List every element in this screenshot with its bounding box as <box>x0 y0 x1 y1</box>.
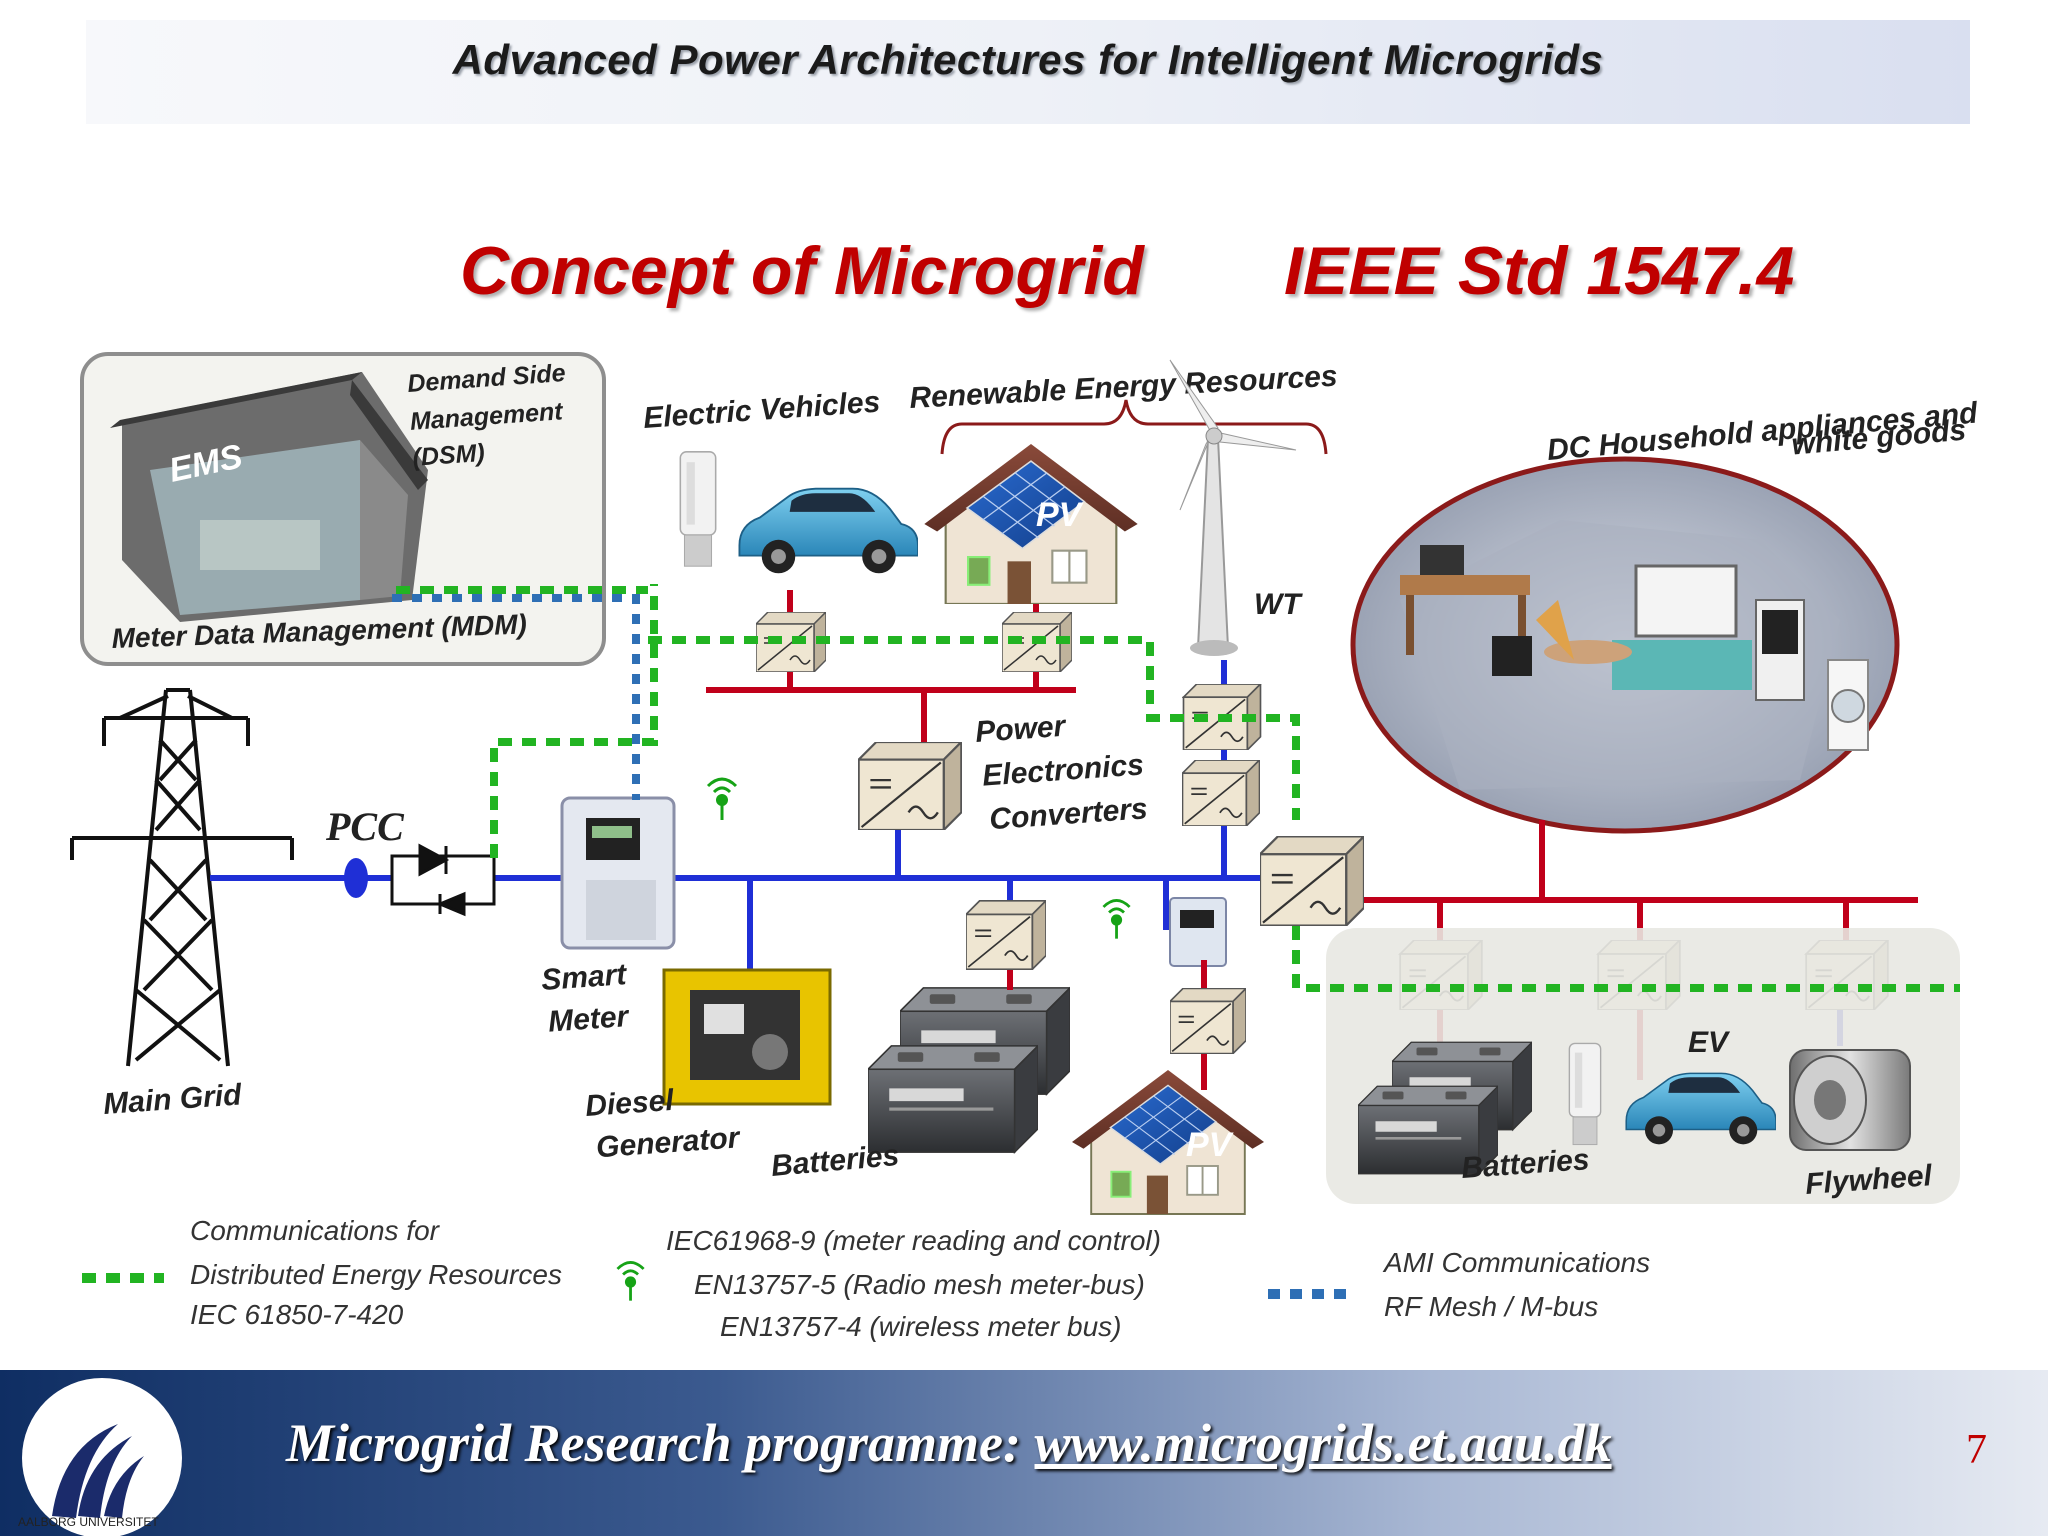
pv-house-top-icon <box>924 444 1138 604</box>
svg-text:IEC61968-9 (meter reading and: IEC61968-9 (meter reading and control) E… <box>666 1225 1169 1342</box>
legend-ami-line1: AMI Communications <box>1382 1247 1650 1278</box>
diesel-generator-icon <box>662 968 832 1106</box>
smart-meter-label-line1: Smart <box>540 958 629 997</box>
wt-label: WT <box>1254 588 1303 621</box>
ems-building-icon <box>110 372 428 622</box>
pv-label-top: PV <box>1036 496 1085 534</box>
converter-wt-2 <box>1182 760 1260 826</box>
power-electronics-label-line1: Power <box>974 710 1068 749</box>
smart-meter-antenna-icon <box>706 777 738 822</box>
power-electronics-label-line2: Electronics <box>981 748 1145 792</box>
ev-label: EV <box>1688 1026 1731 1059</box>
logo-text: AALBORG UNIVERSITET <box>18 1515 159 1529</box>
slide-title: Concept of Microgrid <box>460 233 1144 309</box>
converter-battery-left <box>966 900 1046 970</box>
legend-ami-line2: RF Mesh / M-bus <box>1384 1291 1598 1322</box>
legend-der-line1: Communications for <box>190 1215 441 1246</box>
legend-radio-icon <box>616 1261 645 1303</box>
pcc-switch-icon <box>390 843 496 917</box>
pcc-node <box>344 858 368 898</box>
svg-text:Power Electronics Conv: Power Electronics Converters <box>974 704 1156 837</box>
ev-charger-top-icon <box>679 450 717 568</box>
footer-url-link[interactable]: www.microgrids.et.aau.dk <box>1034 1413 1612 1473</box>
flywheel-icon <box>1789 1049 1911 1151</box>
svg-text:AMI Communications RF Mesh: AMI Communications RF Mesh / M-bus <box>1382 1247 1658 1322</box>
household-oval-frame <box>1350 456 1900 834</box>
electric-vehicles-label: Electric Vehicles <box>642 386 881 435</box>
small-meter-icon <box>1169 897 1227 967</box>
converter-pv-bottom <box>1170 988 1246 1054</box>
small-meter-antenna-icon <box>1102 899 1131 941</box>
renewables-brace <box>940 399 1328 455</box>
batteries-label-left: Batteries <box>770 1139 901 1183</box>
legend-der-line2: Distributed Energy Resources <box>190 1259 562 1290</box>
electric-vehicle-top-icon <box>738 487 918 575</box>
slide-standard: IEEE Std 1547.4 <box>1284 233 1795 309</box>
pcc-label: PCC <box>325 804 405 849</box>
power-electronics-label-line3: Converters <box>988 792 1148 836</box>
pv-label-bottom: PV <box>1186 1126 1235 1164</box>
converter-ev <box>756 612 826 672</box>
aau-wave-icon <box>52 1424 144 1518</box>
dsm-label-line3: (DSM) <box>412 439 486 472</box>
smart-meter-icon <box>560 796 676 950</box>
main-grid-tower-icon <box>70 688 294 1067</box>
page-number: 7 <box>1966 1427 1987 1473</box>
der-comm-lines <box>396 584 1960 992</box>
legend-meter-line2: EN13757-5 (Radio mesh meter-bus) <box>694 1269 1145 1300</box>
diesel-label-line2: Generator <box>595 1121 743 1164</box>
svg-text:Smart Meter: Smart Meter <box>540 958 638 1039</box>
wind-turbine-icon <box>1169 359 1297 656</box>
battery-icon-2 <box>868 1045 1038 1153</box>
aalborg-university-logo: AALBORG UNIVERSITET <box>18 1378 182 1536</box>
footer-label: Microgrid Research programme: <box>286 1413 1035 1473</box>
ami-comm-lines <box>392 594 640 800</box>
main-grid-label: Main Grid <box>102 1078 243 1121</box>
svg-text:Diesel Generator: Diesel Generator <box>584 1079 743 1165</box>
pv-house-bottom-icon <box>1072 1069 1264 1215</box>
smart-meter-label-line2: Meter <box>547 1000 631 1039</box>
header-band <box>86 20 1970 124</box>
footer-text: Microgrid Research programme: www.microg… <box>286 1412 1612 1474</box>
converter-ac-dc-main <box>1260 836 1364 926</box>
diesel-label-line1: Diesel <box>584 1084 675 1123</box>
footer-band <box>0 1370 2048 1536</box>
legend-der-line3: IEC 61850-7-420 <box>190 1299 404 1330</box>
legend-meter-line3: EN13757-4 (wireless meter bus) <box>720 1311 1122 1342</box>
converter-central <box>858 742 962 830</box>
ev-charger-right-icon <box>1568 1042 1602 1146</box>
svg-text:Communications for Distrib: Communications for Distributed Energy Re… <box>190 1215 570 1330</box>
legend-meter-line1: IEC61968-9 (meter reading and control) <box>666 1225 1161 1256</box>
header-title: Advanced Power Architectures for Intelli… <box>452 36 1604 83</box>
